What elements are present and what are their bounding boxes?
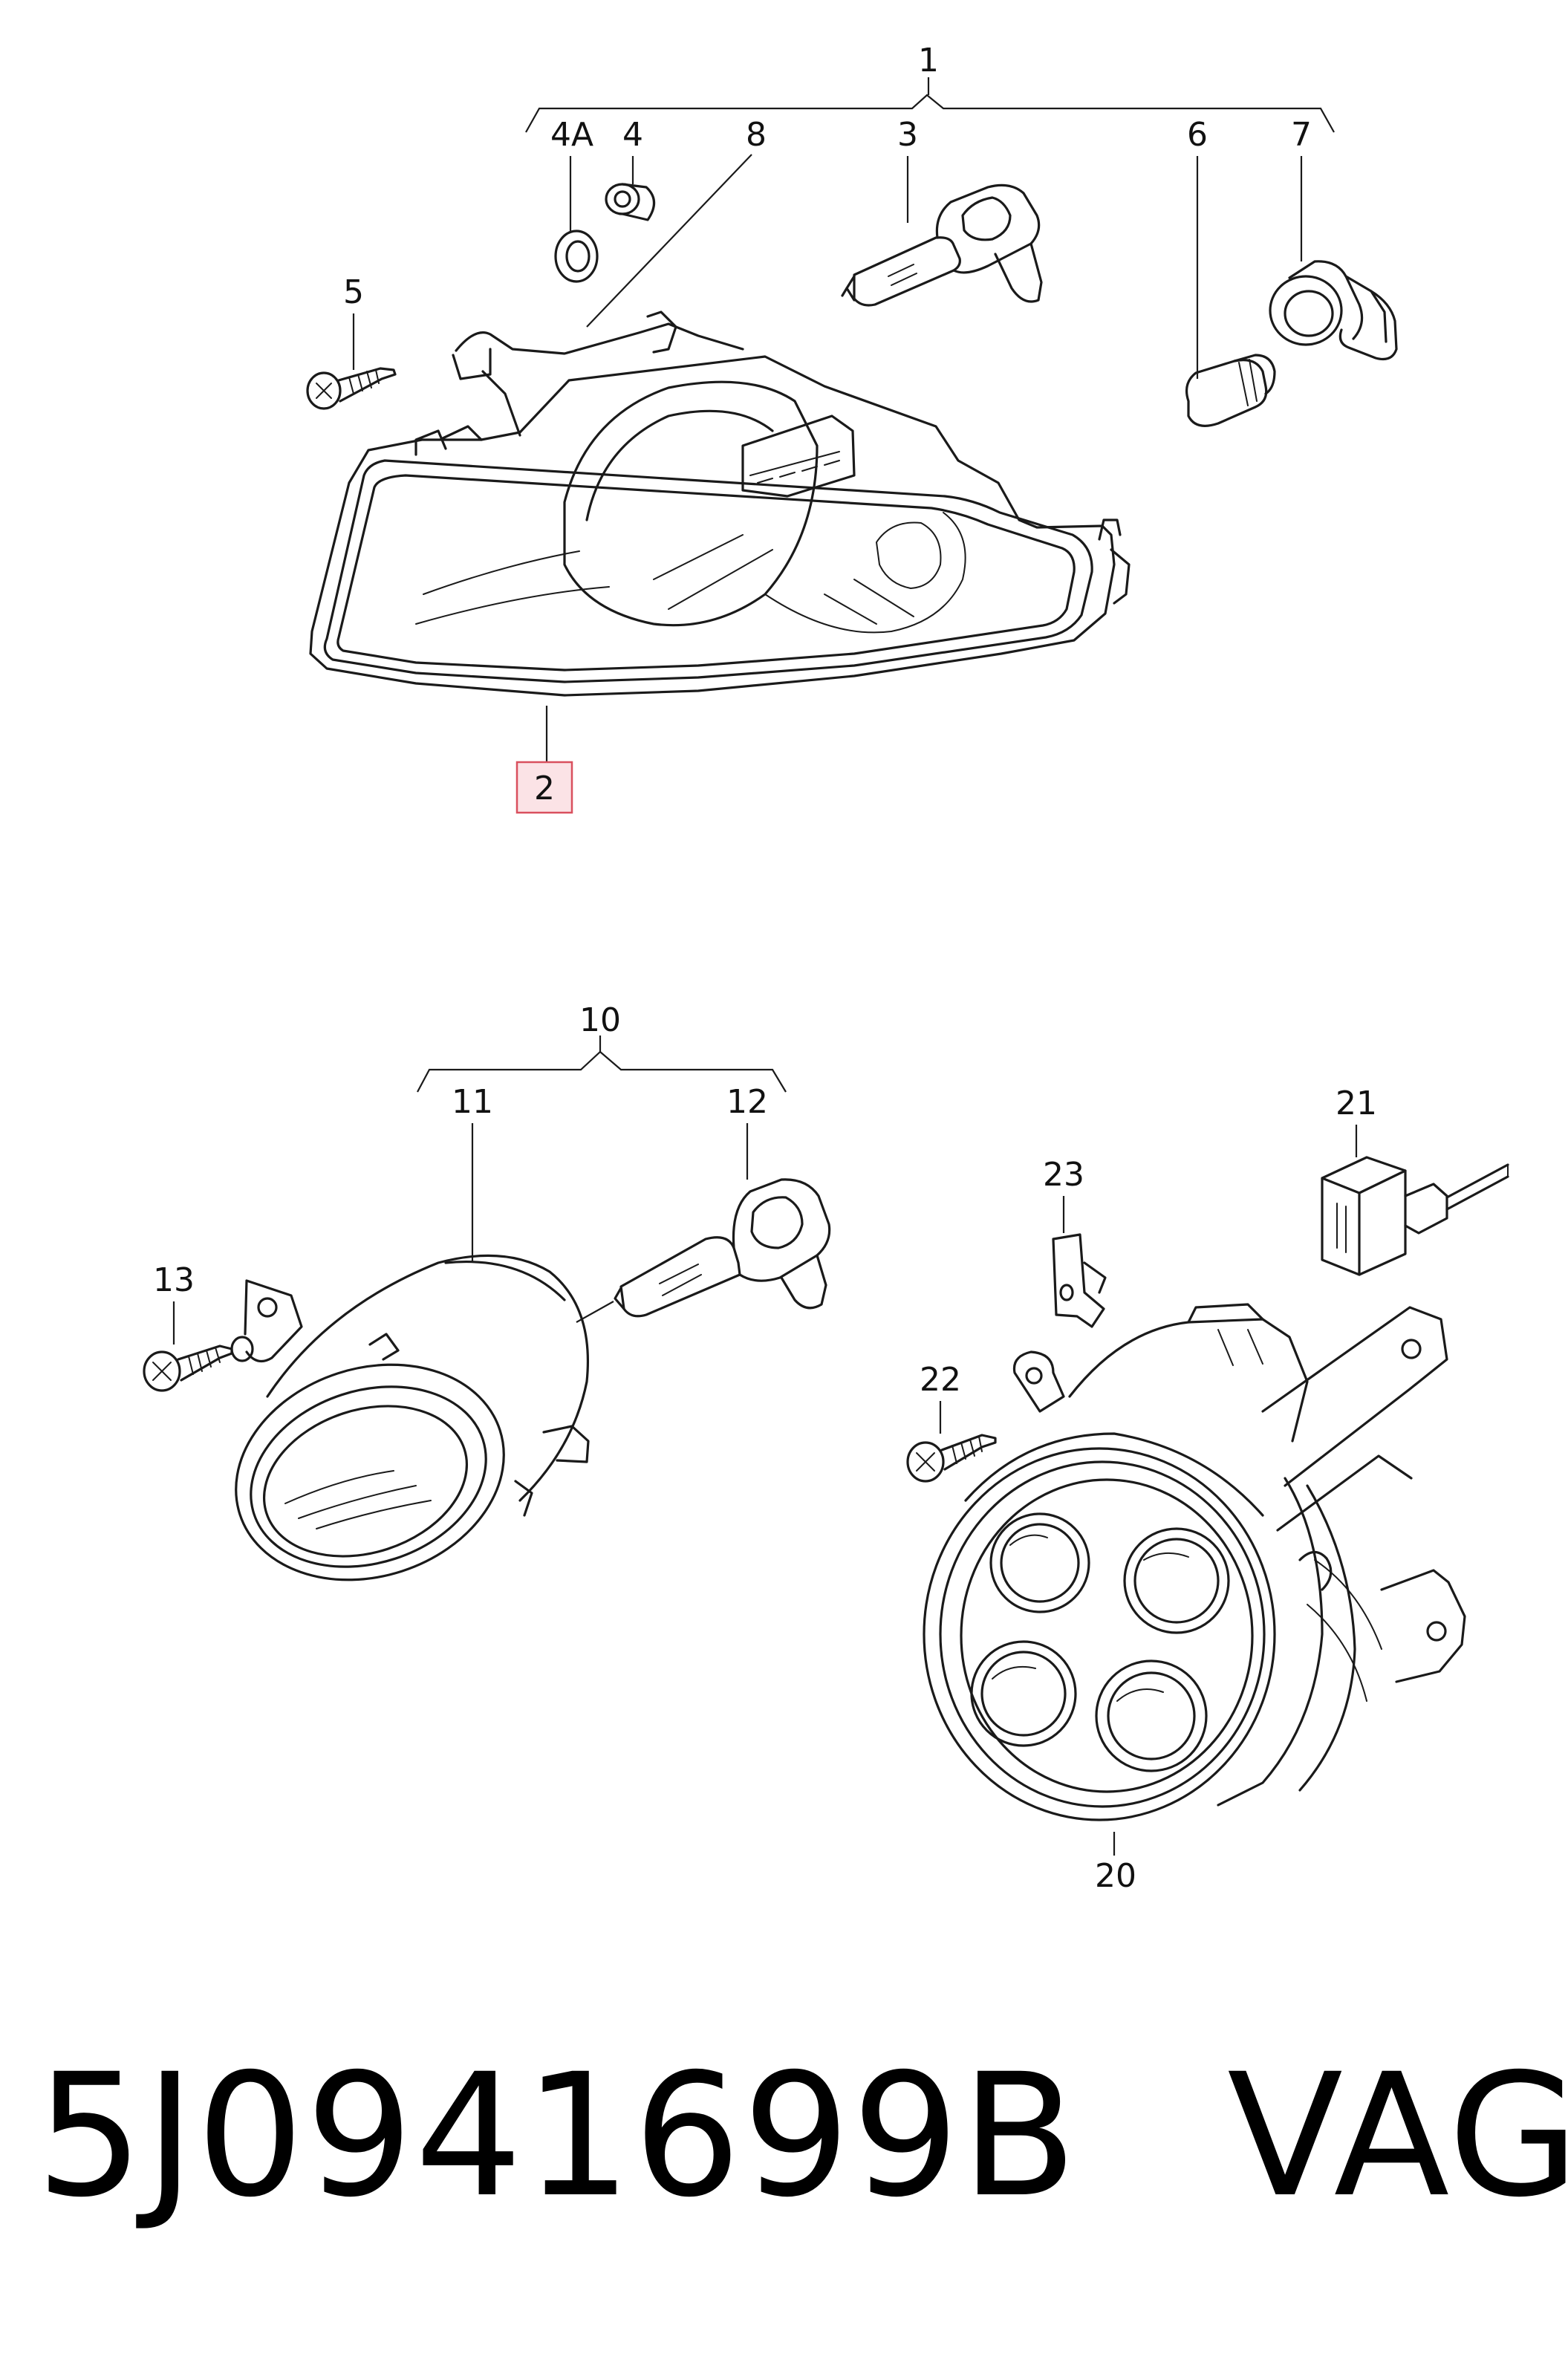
- fog-lamp-unit-group-10: 10 11 12: [143, 1001, 831, 1581]
- fog-lamp-20-group: 21 23 22: [906, 1085, 1509, 1895]
- group-bracket-1: [525, 94, 1335, 133]
- screw-22: [906, 1434, 997, 1483]
- callout-21[interactable]: 21: [1336, 1085, 1377, 1122]
- callout-8[interactable]: 8: [746, 116, 767, 154]
- screw-13: [143, 1336, 254, 1392]
- callout-2-highlight[interactable]: [515, 761, 573, 814]
- callout-2[interactable]: 2: [534, 770, 555, 807]
- fog-lamp-20: [923, 1303, 1466, 1856]
- brand-name: VAG: [1227, 2037, 1568, 2234]
- callout-1[interactable]: 1: [918, 42, 939, 79]
- bulb-12: [614, 1178, 831, 1318]
- callout-7[interactable]: 7: [1291, 116, 1312, 154]
- sleeve-4: [605, 183, 656, 221]
- callout-10[interactable]: 10: [579, 1001, 621, 1039]
- callout-20[interactable]: 20: [1095, 1857, 1136, 1895]
- lens-cluster: [970, 1512, 1230, 1772]
- bulb-6: [1185, 354, 1276, 427]
- o-ring-4a: [554, 230, 599, 283]
- part-number: 5J0941699B: [36, 2037, 1079, 2234]
- callout-4[interactable]: 4: [622, 116, 643, 154]
- callout-6[interactable]: 6: [1187, 116, 1208, 154]
- callout-11[interactable]: 11: [452, 1083, 493, 1121]
- callout-13[interactable]: 13: [153, 1261, 195, 1299]
- connector-21: [1321, 1156, 1509, 1276]
- clip-23: [1052, 1233, 1107, 1328]
- bulb-3: [841, 183, 1043, 307]
- callout-23[interactable]: 23: [1043, 1156, 1084, 1194]
- fog-lamp-11: [235, 1254, 590, 1581]
- parts-diagram: 1 4A 4 8 3 6: [143, 42, 1509, 1895]
- headlight-assembly-group: 1 4A 4 8 3 6: [306, 42, 1398, 814]
- part-number-caption: 5J0941699B VAG: [36, 2037, 1568, 2234]
- screw-5: [306, 367, 397, 410]
- callout-4a[interactable]: 4A: [550, 116, 593, 154]
- callout-5[interactable]: 5: [343, 273, 364, 311]
- callout-3[interactable]: 3: [897, 116, 918, 154]
- bulb-socket-7: [1269, 260, 1398, 361]
- fog-lamp-housing-2: [309, 310, 1131, 697]
- callout-12[interactable]: 12: [726, 1083, 768, 1121]
- callout-22[interactable]: 22: [920, 1361, 961, 1399]
